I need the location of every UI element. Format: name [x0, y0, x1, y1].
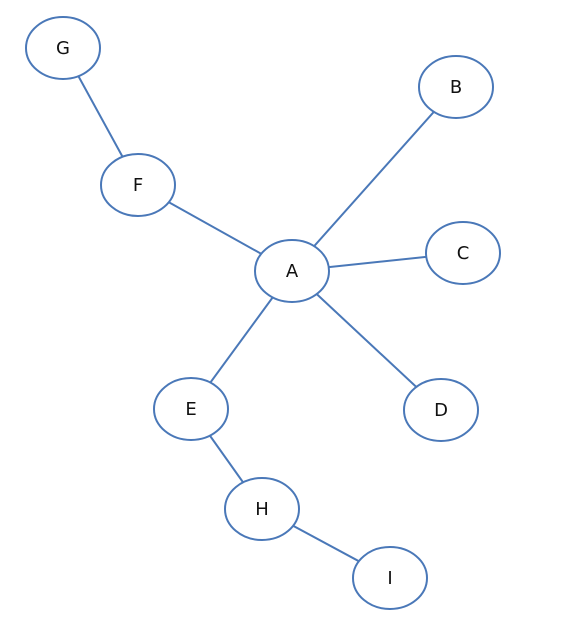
node-d-circle: [403, 378, 479, 442]
node-c-label: C: [457, 243, 470, 264]
node-c-circle: [425, 221, 501, 285]
node-e-label: E: [185, 399, 196, 420]
node-b-circle: [418, 55, 494, 119]
node-b-label: B: [450, 77, 462, 98]
node-d: D: [403, 378, 479, 442]
node-a-label: A: [286, 261, 299, 282]
node-b: B: [418, 55, 494, 119]
node-f-label: F: [133, 175, 143, 196]
node-e-circle: [153, 377, 229, 441]
node-g-label: G: [56, 38, 70, 59]
node-layer: A B C D E F G H: [25, 16, 501, 610]
node-f: F: [100, 153, 176, 217]
node-a: A: [254, 239, 330, 303]
node-i: I: [352, 546, 428, 610]
node-i-label: I: [387, 568, 392, 589]
node-c: C: [425, 221, 501, 285]
edge-a-b: [291, 87, 456, 272]
node-g-circle: [25, 16, 101, 80]
node-e: E: [153, 377, 229, 441]
node-a-circle: [254, 239, 330, 303]
node-d-label: D: [434, 400, 448, 421]
node-g: G: [25, 16, 101, 80]
node-h: H: [224, 477, 300, 541]
node-h-circle: [224, 477, 300, 541]
node-f-circle: [100, 153, 176, 217]
node-i-circle: [352, 546, 428, 610]
node-h-label: H: [255, 499, 269, 520]
